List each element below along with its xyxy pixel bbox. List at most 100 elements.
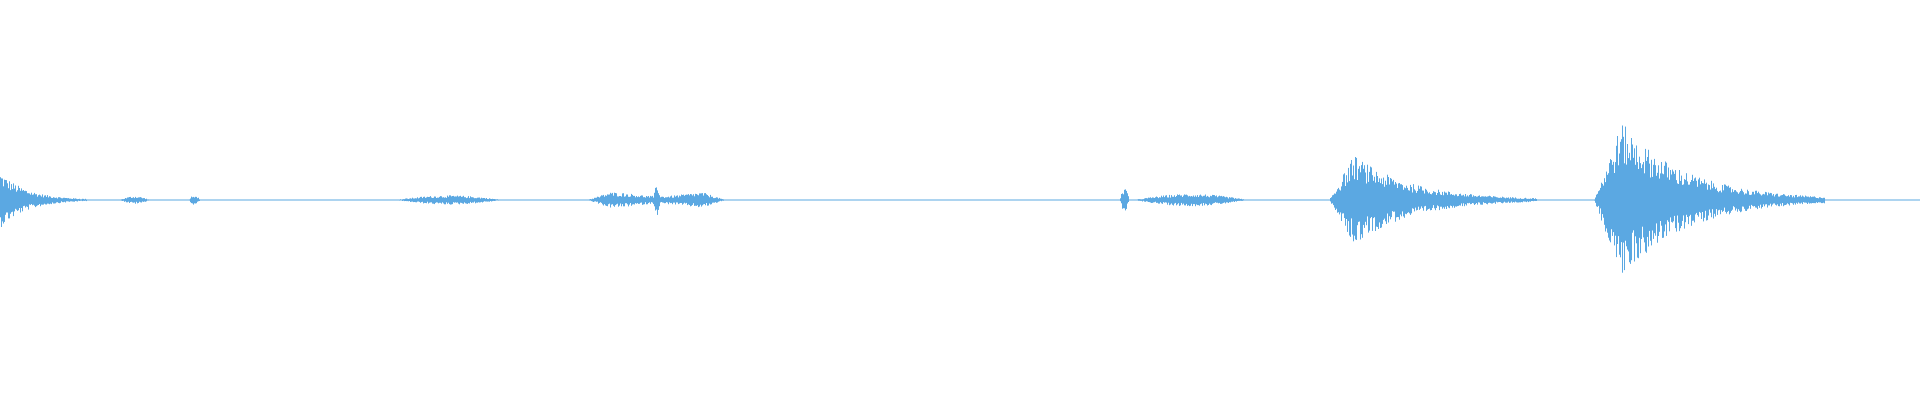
waveform-sample [1622,125,1623,273]
waveform-sample [49,196,50,205]
waveform-sample [3,186,4,224]
waveform-sample [1157,197,1158,203]
waveform-sample [1516,198,1517,203]
waveform-sample [487,199,488,202]
waveform-sample [655,187,656,211]
waveform-sample [1616,145,1617,258]
waveform-sample [1473,195,1474,204]
waveform-sample [1655,165,1656,236]
waveform-sample [1513,197,1514,202]
waveform-sample [1208,196,1209,205]
waveform-sample [1530,198,1531,202]
waveform-sample [1142,199,1143,202]
waveform-sample [422,198,423,202]
waveform-sample [58,197,59,203]
waveform-sample [75,198,76,201]
waveform-sample [641,195,642,203]
waveform-sample [629,196,630,205]
waveform-sample [1685,179,1686,223]
waveform-sample [34,192,35,206]
waveform-sample [36,194,37,207]
waveform-sample [417,197,418,202]
waveform-sample [70,198,71,202]
waveform-sample [1514,198,1515,203]
waveform-sample [1359,166,1360,222]
waveform-sample [1625,126,1626,241]
waveform-sample [1801,196,1802,203]
waveform-sample [1681,175,1682,226]
waveform-sample [35,194,36,208]
waveform-sample [439,196,440,203]
waveform-sample [81,199,82,201]
waveform-sample [697,194,698,206]
waveform-sample [1623,136,1624,243]
waveform-sample [1378,182,1379,229]
waveform-sample [1456,194,1457,207]
waveform-sample [1155,197,1156,202]
waveform-sample [1162,197,1163,204]
waveform-sample [465,197,466,204]
waveform-sample [1628,158,1629,252]
waveform-sample [1639,156,1640,238]
waveform-sample [1785,195,1786,205]
waveform-sample [1815,197,1816,204]
waveform-sample [1752,191,1753,206]
waveform-sample [436,198,437,203]
waveform-sample [1150,197,1151,203]
waveform-sample [1220,196,1221,204]
waveform-sample [1594,199,1595,201]
waveform-sample [1213,195,1214,204]
waveform-sample [494,199,495,201]
waveform-sample [1404,187,1405,218]
waveform-sample [86,199,87,202]
waveform-sample [1745,193,1746,211]
waveform-sample [1798,196,1799,203]
waveform-sample [1373,180,1374,219]
waveform-sample [430,196,431,203]
waveform-sample [427,196,428,202]
waveform-sample [125,198,126,202]
waveform-sample [1390,178,1391,220]
waveform-sample [1532,198,1533,201]
waveform-sample [1730,187,1731,213]
waveform-sample [621,196,622,207]
waveform-sample [1,178,2,227]
waveform-sample [1714,186,1715,214]
waveform-sample [622,193,623,205]
waveform-sample [1372,175,1373,231]
waveform-sample [1515,197,1516,202]
waveform-sample [1346,175,1347,219]
waveform-sample [1506,197,1507,203]
waveform-sample [132,197,133,203]
waveform-sample [25,190,26,208]
waveform-sample [146,198,147,202]
waveform-sample [1717,190,1718,215]
waveform-sample [54,197,55,204]
waveform-sample [1200,194,1201,205]
waveform-sample [1638,169,1639,259]
waveform-sample [1343,174,1344,214]
waveform-sample [450,195,451,205]
waveform-sample [671,195,672,203]
waveform-sample [1525,197,1526,202]
waveform-sample [1154,198,1155,203]
waveform-sample [638,196,639,204]
waveform-sample [1164,197,1165,203]
waveform-sample [1392,181,1393,212]
waveform-sample [1642,164,1643,227]
waveform-sample [1183,195,1184,204]
waveform-sample [1607,174,1608,233]
waveform-sample [1708,184,1709,216]
waveform-sample [1394,184,1395,212]
waveform-sample [457,195,458,203]
waveform-sample [1238,198,1239,201]
waveform-sample [415,198,416,203]
waveform-sample [704,193,705,204]
waveform-sample [1479,195,1480,203]
waveform-sample [1718,192,1719,211]
waveform-sample [198,197,199,202]
waveform-sample [12,189,13,212]
waveform-sample [1744,194,1745,209]
